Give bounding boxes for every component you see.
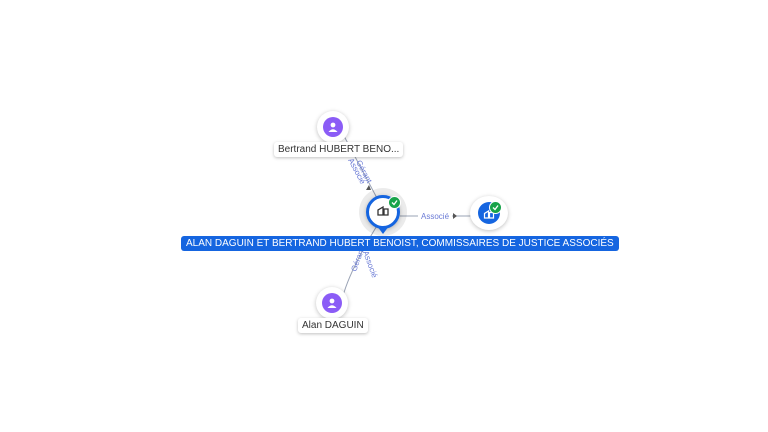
edge-right-arrow bbox=[453, 213, 457, 219]
edge-right-label: Associé bbox=[421, 212, 450, 221]
person-icon bbox=[323, 117, 343, 137]
verified-check-icon bbox=[489, 201, 502, 214]
main-node-pointer bbox=[377, 226, 389, 234]
person-node-top[interactable] bbox=[317, 111, 349, 143]
edge-right-label-bg bbox=[418, 210, 452, 222]
person-node-bottom[interactable] bbox=[316, 287, 348, 319]
building-icon bbox=[376, 203, 390, 221]
verified-check-icon bbox=[388, 196, 401, 209]
company-node[interactable] bbox=[470, 196, 508, 230]
person-icon bbox=[322, 293, 342, 313]
person-label-top[interactable]: Bertrand HUBERT BENO... bbox=[274, 142, 404, 157]
edge-bottom-label-2: Associé bbox=[361, 250, 379, 280]
edge-top-arrow bbox=[366, 185, 371, 190]
main-node-label[interactable]: ALAN DAGUIN ET BERTRAND HUBERT BENOIST, … bbox=[181, 236, 619, 251]
person-label-bottom[interactable]: Alan DAGUIN bbox=[298, 318, 368, 333]
edge-bottom bbox=[342, 223, 379, 297]
